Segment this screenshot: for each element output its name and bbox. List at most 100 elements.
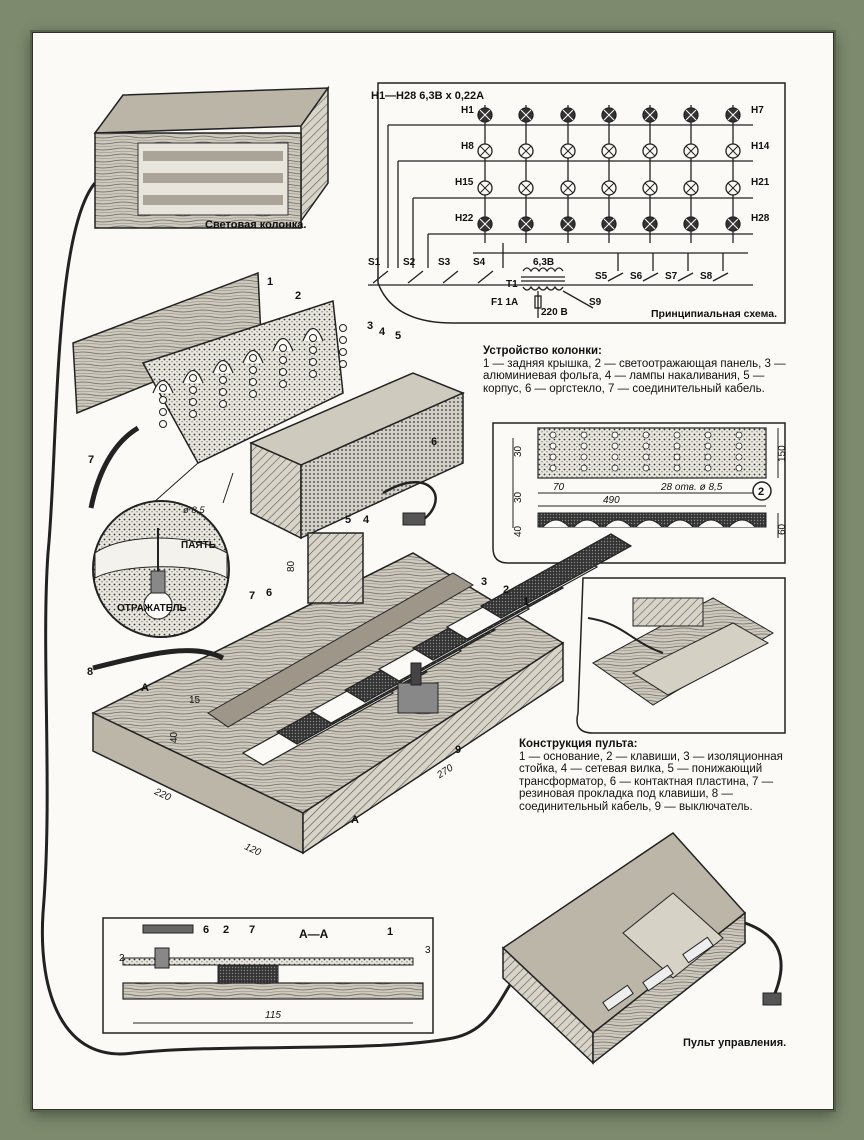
switch-label-s4: S4: [473, 257, 486, 268]
switch-label-s2: S2: [403, 257, 416, 268]
section-aa-title: А—А: [299, 927, 329, 941]
console-dim-270: 270: [434, 762, 455, 781]
console-part-6: 6: [266, 587, 272, 599]
section-marker-a2: А: [351, 814, 359, 826]
dim-70: 70: [553, 482, 565, 493]
console-part-1: 1: [523, 596, 529, 608]
transformer-label: Т1: [506, 279, 518, 290]
column-part-1: 1: [267, 276, 273, 288]
lamp-icon: [642, 180, 658, 196]
console-part-9: 9: [455, 744, 461, 756]
column-part-6: 6: [431, 436, 437, 448]
lamp-label-h7: Н7: [751, 105, 764, 116]
lamp-icon: [683, 216, 699, 232]
dim-30a: 30: [513, 445, 524, 457]
console-part-3: 3: [481, 576, 487, 588]
lamp-icon: [642, 143, 658, 159]
dim-40: 40: [513, 525, 524, 537]
remote-caption: Пульт управления.: [683, 1037, 786, 1049]
lamp-icon: [601, 180, 617, 196]
lamp-icon: [477, 180, 493, 196]
switch-label-s8: S8: [700, 271, 713, 282]
section-dim-3: 3: [425, 945, 431, 956]
schematic-caption: Принципиальная схема.: [651, 308, 777, 320]
lamp-matrix: [477, 107, 741, 232]
lamp-label-h21: Н21: [751, 177, 770, 188]
section-aa-drawing: [102, 917, 434, 1034]
lamp-icon: [518, 180, 534, 196]
console-part-8: 8: [87, 666, 93, 678]
switch-label-s1: S1: [368, 257, 381, 268]
hole-dimension: ø 8,5: [183, 505, 205, 516]
solder-label: ПАЯТЬ: [181, 540, 216, 551]
cable-line: [40, 182, 534, 1056]
dim-60: 60: [777, 523, 788, 535]
lamp-icon: [642, 216, 658, 232]
section-part-7: 7: [249, 924, 255, 936]
lamp-icon: [560, 180, 576, 196]
console-part-5: 5: [345, 514, 351, 526]
lamp-label-h14: Н14: [751, 141, 770, 152]
console-text: 1 — основание, 2 — клавиши, 3 — изоляцио…: [519, 750, 783, 813]
console-title: Конструкция пульта:: [519, 738, 638, 750]
lamp-detail-illustration: [92, 462, 234, 638]
light-column-illustration: [93, 85, 330, 229]
section-part-2: 2: [223, 924, 229, 936]
lamp-icon: [518, 143, 534, 159]
dim-30b: 30: [513, 491, 524, 503]
console-dim-80: 80: [286, 560, 297, 572]
panel-drawing: [492, 422, 786, 564]
console-caption: Конструкция пульта: 1 — основание, 2 — к…: [519, 738, 819, 813]
console-dim-120: 120: [243, 842, 263, 859]
lamp-icon: [725, 180, 741, 196]
console-part-4: 4: [363, 514, 370, 526]
lamp-icon: [725, 216, 741, 232]
switch-label-s7: S7: [665, 271, 678, 282]
lamp-icon: [477, 143, 493, 159]
lamp-icon: [725, 143, 741, 159]
mains-label: 220 В: [541, 307, 568, 318]
column-part-4: 4: [379, 326, 386, 338]
lamp-icon: [601, 216, 617, 232]
schematic-diagram: [368, 82, 786, 324]
lamp-icon: [560, 107, 576, 123]
console-part-7: 7: [249, 590, 255, 602]
column-part-3: 3: [367, 320, 373, 332]
light-column-label: Световая колонка.: [205, 219, 306, 231]
lamp-icon: [560, 216, 576, 232]
remote-control-illustration: [501, 832, 783, 1065]
lamp-icon: [477, 216, 493, 232]
lamp-icon: [518, 107, 534, 123]
section-dim-115: 115: [265, 1010, 281, 1021]
console-part-2: 2: [503, 584, 509, 596]
column-part-5: 5: [395, 330, 401, 342]
section-part-6: 6: [203, 924, 209, 936]
fuse-label: F1 1А: [491, 297, 518, 308]
dim-490: 490: [603, 495, 620, 506]
mains-switch-label: S9: [589, 297, 602, 308]
lamp-label-h22: Н22: [455, 213, 474, 224]
column-part-7: 7: [88, 454, 94, 466]
schematic-title: Н1—Н28 6,3В x 0,22А: [371, 90, 484, 102]
section-part-1: 1: [387, 926, 393, 938]
lamp-label-h1: Н1: [461, 105, 474, 116]
switch-label-s3: S3: [438, 257, 451, 268]
lamp-icon: [725, 107, 741, 123]
column-parts-caption: Устройство колонки: 1 — задняя крышка, 2…: [483, 345, 803, 395]
scanned-page: Световая колонка.: [32, 32, 834, 1110]
reflector-label: ОТРАЖАТЕЛЬ: [117, 603, 187, 614]
lamp-label-h28: Н28: [751, 213, 770, 224]
lamp-icon: [601, 107, 617, 123]
dim-150: 150: [777, 445, 788, 462]
lamp-icon: [518, 216, 534, 232]
lamp-icon: [683, 143, 699, 159]
lamp-icon: [477, 107, 493, 123]
console-illustration: [91, 480, 633, 855]
column-exploded-view: [72, 271, 465, 540]
lamp-icon: [642, 107, 658, 123]
console-dim-15: 15: [189, 695, 201, 706]
console-dim-40: 40: [169, 731, 180, 743]
lamp-icon: [683, 180, 699, 196]
section-dim-2: 2: [119, 953, 125, 964]
lamp-label-h8: Н8: [461, 141, 474, 152]
